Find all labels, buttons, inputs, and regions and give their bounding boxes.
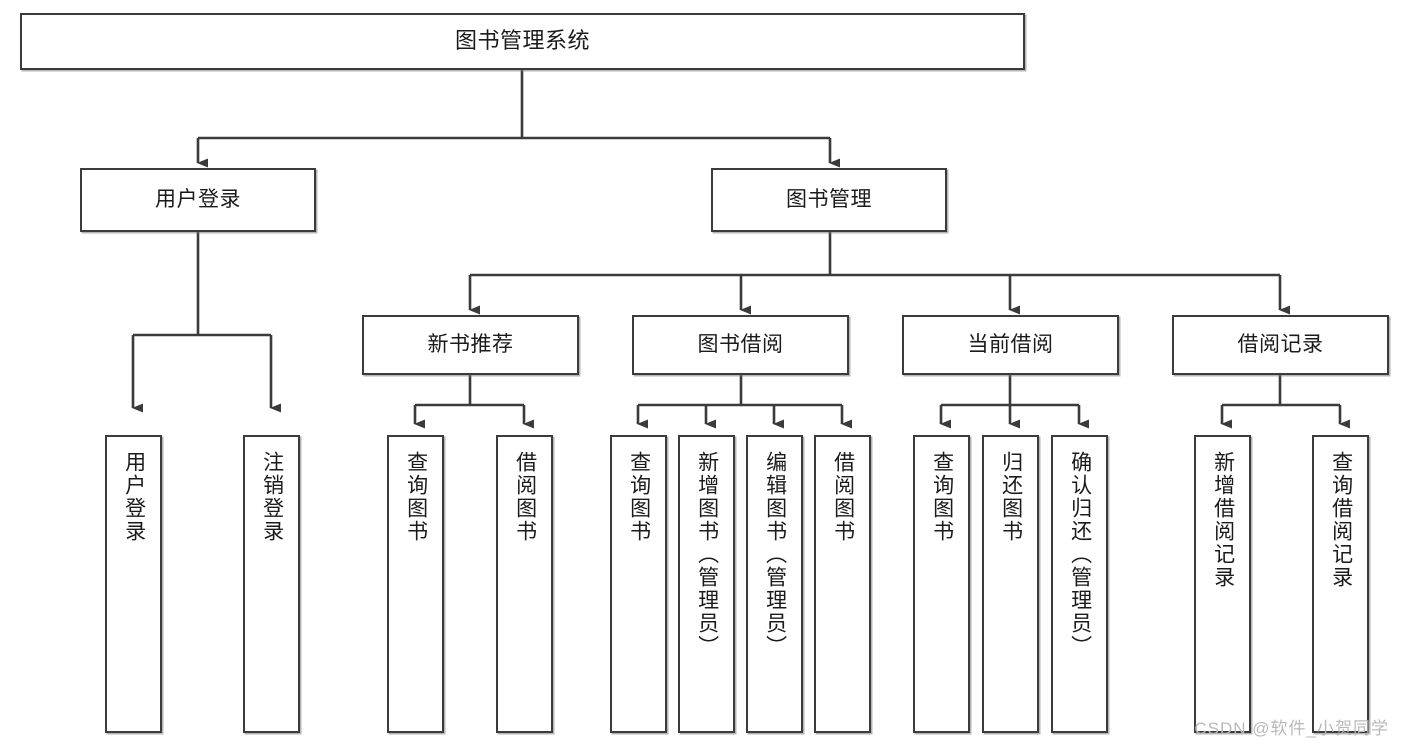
leaf-add-borrow-record[interactable]: 新增借阅记录 [1194,435,1251,733]
node-label: 借阅图书 [513,451,537,543]
leaf-edit-book-admin[interactable]: 编辑图书（管理员） [746,435,803,733]
watermark: CSDN @软件_小贺同学 [1194,719,1389,738]
node-label: 新增图书（管理员） [695,451,719,658]
node-label: 图书管理 [786,188,872,212]
node-label: 编辑图书（管理员） [763,451,787,658]
leaf-query-books-recommend[interactable]: 查询图书 [387,435,444,733]
leaf-borrow-books-recommend[interactable]: 借阅图书 [496,435,553,733]
node-label: 注销登录 [260,451,284,543]
node-label: 新书推荐 [427,333,514,357]
node-label: 新增借阅记录 [1211,451,1235,589]
node-label: 查询借阅记录 [1329,451,1353,589]
node-book-borrowing[interactable]: 图书借阅 [632,315,849,375]
node-label: 确认归还（管理员） [1068,451,1092,658]
node-label: 当前借阅 [967,333,1054,357]
leaf-user-login[interactable]: 用户登录 [105,435,162,733]
leaf-logout[interactable]: 注销登录 [243,435,300,733]
node-label: 图书借阅 [697,333,784,357]
node-label: 查询图书 [404,451,428,543]
node-label: 借阅图书 [831,451,855,543]
leaf-query-borrow-record[interactable]: 查询借阅记录 [1312,435,1369,733]
node-label: 图书管理系统 [454,28,590,54]
node-label: 用户登录 [155,188,241,212]
node-user-login[interactable]: 用户登录 [80,168,316,232]
node-root-book-management-system[interactable]: 图书管理系统 [20,13,1025,70]
node-label: 借阅记录 [1237,333,1324,357]
node-borrow-records[interactable]: 借阅记录 [1172,315,1389,375]
leaf-confirm-return-admin[interactable]: 确认归还（管理员） [1051,435,1108,733]
leaf-add-book-admin[interactable]: 新增图书（管理员） [678,435,735,733]
node-label: 查询图书 [627,451,651,543]
node-current-borrowing[interactable]: 当前借阅 [902,315,1119,375]
node-new-book-recommendation[interactable]: 新书推荐 [362,315,579,375]
node-label: 查询图书 [930,451,954,543]
leaf-query-books-current[interactable]: 查询图书 [913,435,970,733]
node-book-management[interactable]: 图书管理 [711,168,947,232]
node-label: 用户登录 [122,451,146,543]
node-label: 归还图书 [999,451,1023,543]
leaf-return-books[interactable]: 归还图书 [982,435,1039,733]
leaf-query-books-borrow[interactable]: 查询图书 [610,435,667,733]
leaf-borrow-books[interactable]: 借阅图书 [814,435,871,733]
